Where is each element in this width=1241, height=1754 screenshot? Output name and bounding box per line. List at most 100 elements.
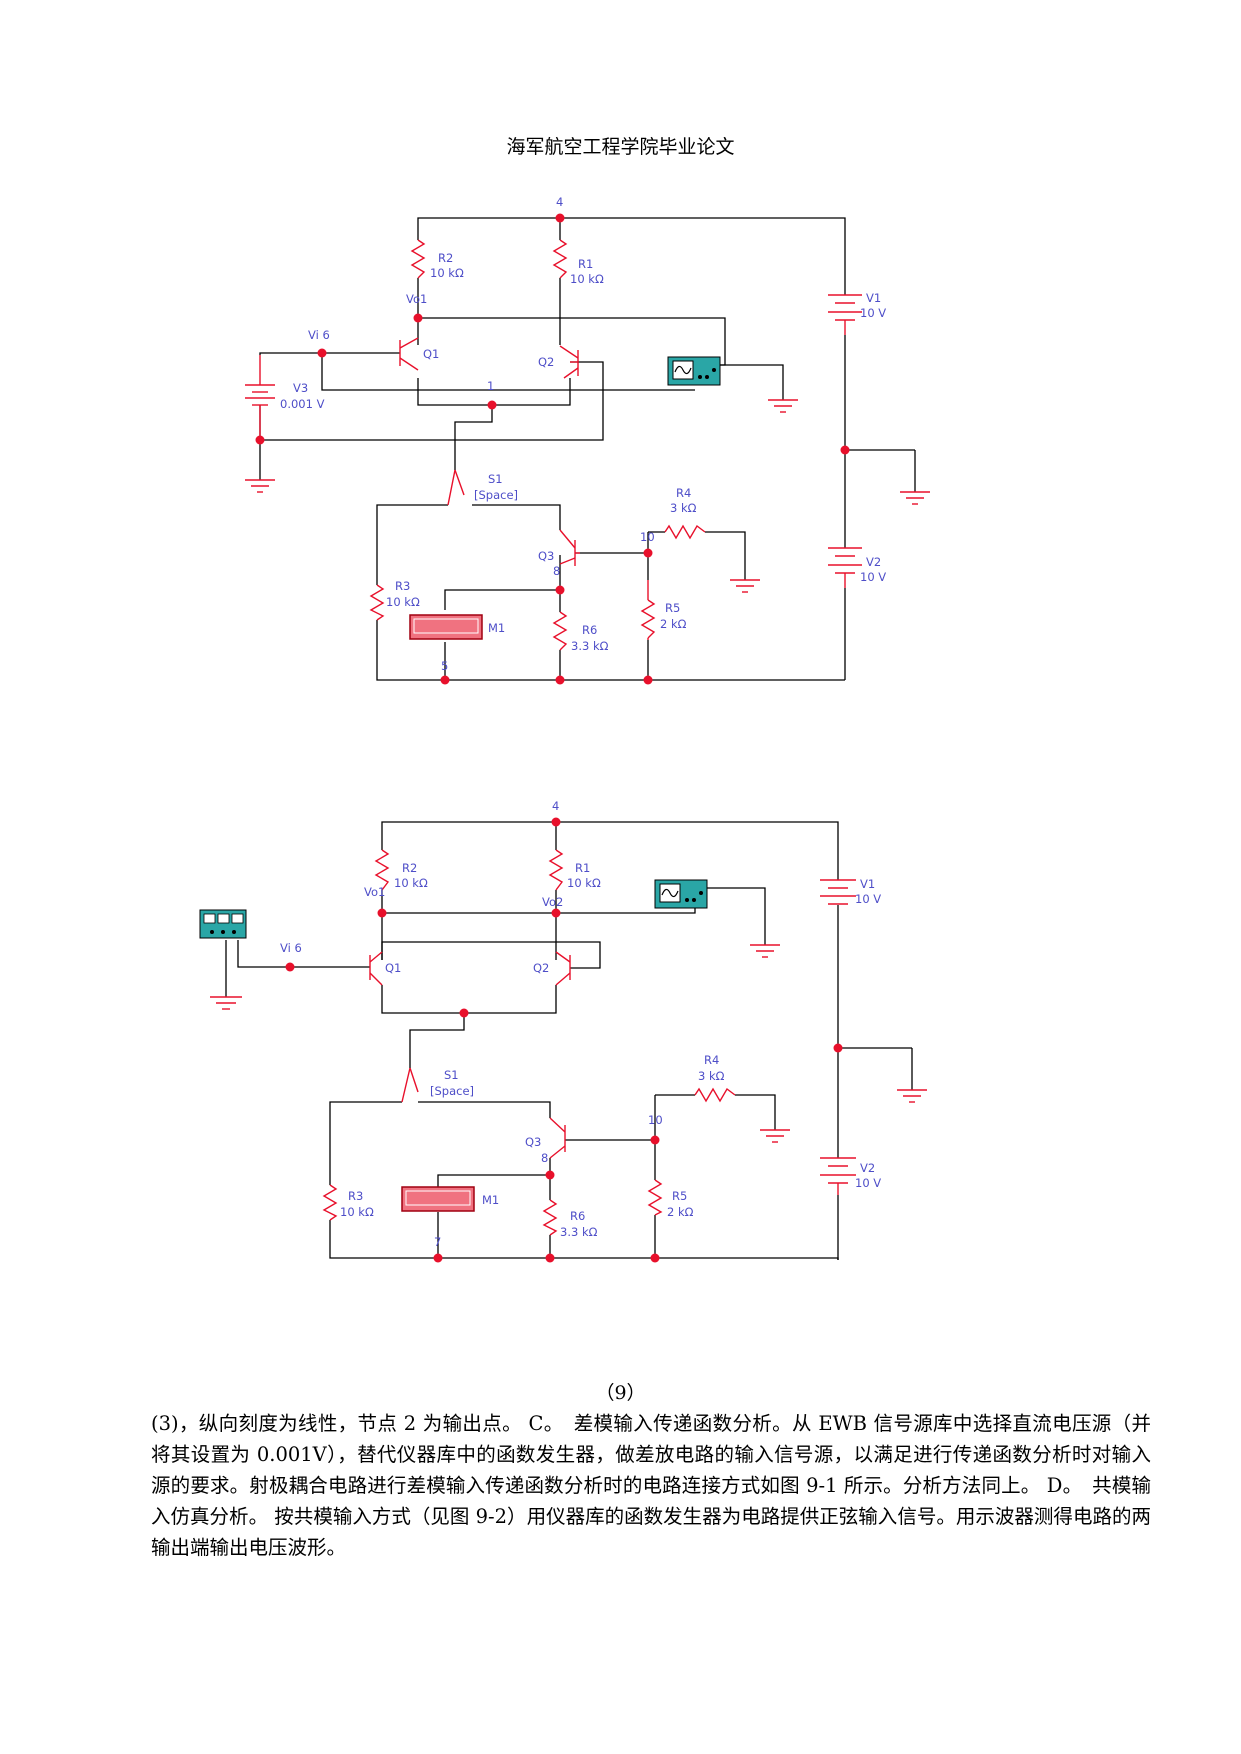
svg-text:R2: R2 xyxy=(438,251,453,265)
svg-text:Vi 6: Vi 6 xyxy=(280,941,302,955)
svg-text:Vo1: Vo1 xyxy=(364,885,385,899)
svg-text:8: 8 xyxy=(541,1151,548,1165)
junction-dots xyxy=(255,213,850,685)
svg-text:R2: R2 xyxy=(402,861,417,875)
svg-text:8: 8 xyxy=(553,564,560,578)
resistor-r1 xyxy=(548,849,564,891)
resistor-r4 xyxy=(694,1087,736,1103)
resistor-r5 xyxy=(647,1179,663,1216)
svg-text:R4: R4 xyxy=(676,486,691,500)
svg-text:Vo2: Vo2 xyxy=(542,895,563,909)
transistor-q3 xyxy=(549,1117,566,1159)
svg-text:1: 1 xyxy=(487,379,494,393)
svg-text:10 kΩ: 10 kΩ xyxy=(394,876,428,890)
svg-text:10 V: 10 V xyxy=(855,1176,881,1190)
circuit-diagram-9-1: 4 R2 10 kΩ R1 10 kΩ Vo1 Vi 6 Q1 Q2 V3 0.… xyxy=(245,195,930,685)
svg-text:10: 10 xyxy=(648,1113,663,1127)
resistor-r2 xyxy=(410,239,426,279)
svg-text:3 kΩ: 3 kΩ xyxy=(698,1069,725,1083)
body-paragraph: (3)，纵向刻度为线性，节点 2 为输出点。 C。 差模输入传递函数分析。从 E… xyxy=(151,1412,1151,1559)
svg-text:2 kΩ: 2 kΩ xyxy=(667,1205,694,1219)
transistor-q1 xyxy=(369,951,383,986)
svg-text:R6: R6 xyxy=(582,623,597,637)
resistor-r6 xyxy=(552,611,568,651)
figure-caption: （9） xyxy=(595,1382,646,1404)
page-header: 海军航空工程学院毕业论文 xyxy=(506,136,735,158)
svg-text:M1: M1 xyxy=(488,621,505,635)
svg-text:10 kΩ: 10 kΩ xyxy=(570,272,604,286)
svg-text:V1: V1 xyxy=(866,291,881,305)
body-text: (3)，纵向刻度为线性，节点 2 为输出点。 C。 差模输入传递函数分析。从 E… xyxy=(151,1408,1151,1563)
svg-text:S1: S1 xyxy=(444,1068,459,1082)
svg-text:10 kΩ: 10 kΩ xyxy=(430,266,464,280)
ground-symbol xyxy=(760,1129,790,1143)
svg-text:5: 5 xyxy=(441,659,448,673)
resistor-r3 xyxy=(322,1184,338,1221)
svg-text:Q3: Q3 xyxy=(538,549,554,563)
svg-text:S1: S1 xyxy=(488,472,503,486)
svg-text:7: 7 xyxy=(434,1235,441,1249)
resistor-r4 xyxy=(664,524,706,540)
battery-v3 xyxy=(245,355,275,440)
ground-symbol xyxy=(210,996,242,1010)
svg-text:Vo1: Vo1 xyxy=(406,292,427,306)
switch-s1 xyxy=(401,1067,419,1103)
transistor-q2 xyxy=(559,345,579,379)
svg-text:3.3 kΩ: 3.3 kΩ xyxy=(571,639,609,653)
svg-text:3.3 kΩ: 3.3 kΩ xyxy=(560,1225,598,1239)
transistor-q2 xyxy=(555,951,571,986)
battery-v1 xyxy=(820,879,856,905)
battery-v2 xyxy=(828,547,862,588)
ground-symbol xyxy=(897,1089,927,1103)
resistor-r3 xyxy=(369,584,385,621)
oscilloscope-icon xyxy=(654,879,708,909)
svg-text:R5: R5 xyxy=(672,1189,687,1203)
transistor-q1 xyxy=(399,337,419,371)
svg-text:10 V: 10 V xyxy=(855,892,881,906)
junction-dots xyxy=(285,817,843,1263)
svg-text:V2: V2 xyxy=(860,1161,875,1175)
wires xyxy=(225,821,913,1260)
svg-text:10: 10 xyxy=(640,530,655,544)
oscilloscope-icon xyxy=(667,356,721,386)
svg-text:10 kΩ: 10 kΩ xyxy=(340,1205,374,1219)
svg-text:R1: R1 xyxy=(578,257,593,271)
resistor-r5 xyxy=(640,599,656,639)
ground-symbol xyxy=(768,399,798,413)
svg-text:Q2: Q2 xyxy=(538,355,554,369)
svg-text:M1: M1 xyxy=(482,1193,499,1207)
svg-text:3 kΩ: 3 kΩ xyxy=(670,501,697,515)
svg-text:[Space]: [Space] xyxy=(474,488,518,502)
switch-s1 xyxy=(447,469,465,506)
svg-text:V2: V2 xyxy=(866,555,881,569)
resistor-r1 xyxy=(552,239,568,279)
resistor-r6 xyxy=(542,1199,558,1236)
svg-text:2 kΩ: 2 kΩ xyxy=(660,617,687,631)
battery-v2 xyxy=(820,1157,856,1195)
svg-text:Vi 6: Vi 6 xyxy=(308,328,330,342)
svg-text:10 kΩ: 10 kΩ xyxy=(567,876,601,890)
ground-symbol xyxy=(900,491,930,505)
svg-text:[Space]: [Space] xyxy=(430,1084,474,1098)
svg-text:10 V: 10 V xyxy=(860,570,886,584)
svg-text:R4: R4 xyxy=(704,1053,719,1067)
ground-symbol xyxy=(245,479,275,493)
svg-text:R3: R3 xyxy=(348,1189,363,1203)
svg-text:R5: R5 xyxy=(665,601,680,615)
svg-text:10 V: 10 V xyxy=(860,306,886,320)
svg-text:R3: R3 xyxy=(395,579,410,593)
transistor-q3 xyxy=(559,529,580,566)
svg-text:Q1: Q1 xyxy=(385,961,401,975)
resistor-r2 xyxy=(374,849,390,891)
label-node4: 4 xyxy=(556,195,563,209)
ground-symbol xyxy=(750,944,780,958)
svg-text:Q3: Q3 xyxy=(525,1135,541,1149)
ground-symbol xyxy=(730,579,760,593)
svg-text:V1: V1 xyxy=(860,877,875,891)
svg-text:R6: R6 xyxy=(570,1209,585,1223)
function-generator-icon xyxy=(199,909,247,939)
circuit-diagram-9-2: 4 R2 10 kΩ R1 10 kΩ Vo1 Vo2 Vi 6 Q1 Q2 V… xyxy=(199,799,927,1263)
battery-v1 xyxy=(828,294,862,335)
svg-text:Q2: Q2 xyxy=(533,961,549,975)
svg-text:R1: R1 xyxy=(575,861,590,875)
